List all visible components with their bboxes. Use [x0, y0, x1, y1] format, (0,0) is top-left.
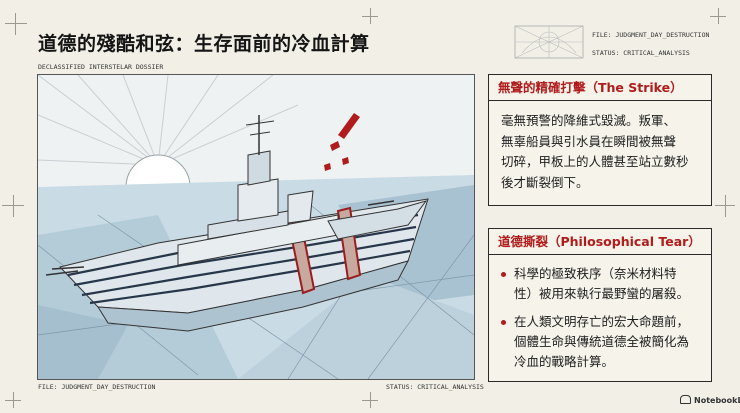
- panel-text-line: 毫無預警的降維式毀滅。叛軍、: [501, 113, 677, 128]
- panel-heading: 無聲的精確打擊（The Strike）: [489, 75, 711, 101]
- bullet-list: 科學的極致秩序（奈米材料特 性）被用來執行最野蠻的屠殺。 在人類文明存亡的宏大命…: [489, 255, 711, 372]
- notebooklm-logo: NotebookLM: [680, 395, 740, 405]
- status-label-bottom: STATUS: CRITICAL_ANALYSIS: [386, 383, 484, 391]
- brand-label: NotebookLM: [694, 396, 740, 405]
- bullet-text-line: 性）被用來執行最野蠻的屠殺。: [514, 286, 690, 301]
- bullet-text-line: 冷血的戰略計算。: [514, 354, 615, 369]
- panel-heading: 道德撕裂（Philosophical Tear）: [489, 229, 711, 255]
- strike-panel: 無聲的精確打擊（The Strike） 毫無預警的降維式毀滅。叛軍、 無辜船員與…: [488, 74, 712, 206]
- crosshair-mark: [725, 195, 726, 217]
- crosshair-mark: [15, 13, 16, 35]
- bullet-text-line: 在人類文明存亡的宏大命題前，: [514, 314, 690, 329]
- dossier-label: DECLASSIFIED INTERSTELAR DOSSIER: [38, 63, 164, 71]
- crosshair-mark: [362, 16, 378, 17]
- philosophical-tear-panel: 道德撕裂（Philosophical Tear） 科學的極致秩序（奈米材料特 性…: [488, 228, 712, 382]
- crosshair-mark: [5, 23, 27, 24]
- crosshair-mark: [13, 195, 14, 217]
- file-label-bottom: FILE: JUDGMENT_DAY_DESTRUCTION: [38, 383, 156, 391]
- panel-text-line: 後才斷裂倒下。: [501, 174, 589, 190]
- bullet-dot-icon: [501, 272, 506, 277]
- panel-text-line: 無辜船員與引水員在瞬間被無聲: [501, 133, 677, 149]
- bullet-dot-icon: [501, 320, 506, 325]
- notebooklm-logo-icon: [680, 395, 691, 404]
- list-item: 在人類文明存亡的宏大命題前， 個體生命與傳統道德全被簡化為 冷血的戰略計算。: [501, 312, 701, 372]
- list-item: 科學的極致秩序（奈米材料特 性）被用來執行最野蠻的屠殺。: [501, 264, 701, 304]
- bullet-text-line: 個體生命與傳統道德全被簡化為: [514, 334, 690, 349]
- panel-text-line: 切碎，甲板上的人體甚至站立數秒: [501, 154, 689, 169]
- page-title: 道德的殘酷和弦：生存面前的冷血計算: [38, 33, 370, 55]
- status-label-top: STATUS: CRITICAL_ANALYSIS: [592, 49, 690, 57]
- crosshair-mark: [362, 400, 378, 401]
- crosshair-mark: [5, 400, 21, 401]
- file-label-top: FILE: JUDGMENT_DAY_DESTRUCTION: [592, 31, 710, 39]
- panel-body: 毫無預警的降維式毀滅。叛軍、 無辜船員與引水員在瞬間被無聲 切碎，甲板上的人體甚…: [489, 101, 711, 193]
- battleship-illustration: [37, 74, 475, 380]
- wireframe-diagram-icon: [514, 25, 584, 59]
- crosshair-mark: [710, 16, 726, 17]
- bullet-text-line: 科學的極致秩序（奈米材料特: [514, 266, 677, 281]
